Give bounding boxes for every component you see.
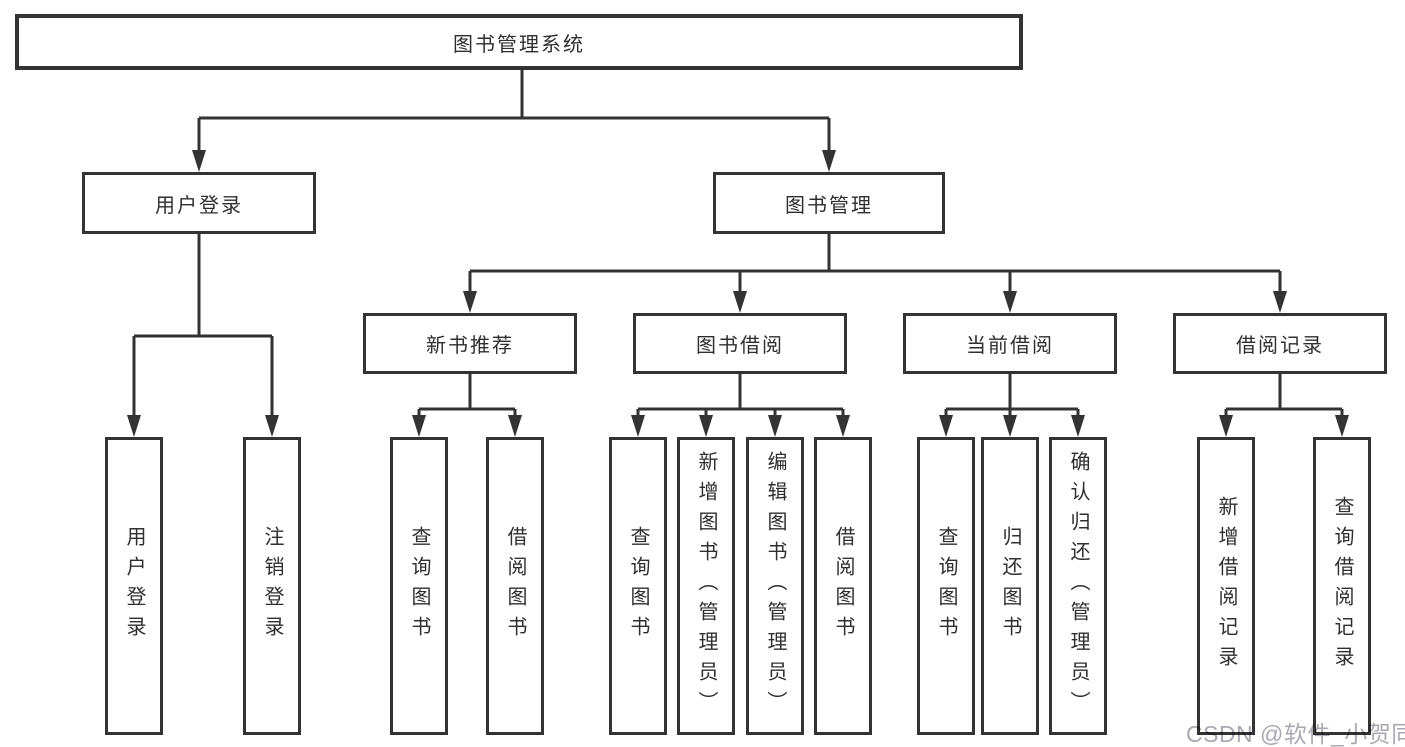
arrowhead-icon [192, 150, 206, 172]
leaf-label: 新增借阅记录 [1215, 496, 1237, 676]
node-label: 图书管理系统 [453, 33, 585, 56]
node-label: 图书借阅 [696, 335, 784, 357]
connector-path [636, 374, 845, 429]
arrowhead-icon [836, 415, 850, 437]
connector-path [197, 70, 831, 164]
arrowhead-icon [1003, 415, 1017, 437]
leaf-bb-query-books: 查询图书 [609, 437, 667, 735]
node-label: 新书推荐 [426, 335, 514, 357]
arrowhead-icon [265, 415, 279, 437]
leaf-label: 新增图书（管理员） [695, 451, 717, 721]
leaf-label: 借阅图书 [832, 526, 854, 646]
leaf-label: 用户登录 [123, 526, 145, 646]
node-new-book-recommend: 新书推荐 [363, 313, 577, 374]
node-borrow-records: 借阅记录 [1173, 313, 1387, 374]
leaf-bb-add-books-admin: 新增图书（管理员） [677, 437, 735, 735]
node-book-management: 图书管理 [713, 172, 945, 234]
leaf-cb-confirm-return-admin: 确认归还（管理员） [1049, 437, 1107, 735]
node-library-management-system: 图书管理系统 [15, 14, 1023, 70]
leaf-label: 编辑图书（管理员） [764, 451, 786, 721]
leaf-bb-edit-books-admin: 编辑图书（管理员） [746, 437, 804, 735]
leaf-logout: 注销登录 [243, 437, 301, 735]
leaf-nbr-query-books: 查询图书 [390, 437, 448, 735]
leaf-label: 查询图书 [627, 526, 649, 646]
node-book-borrow: 图书借阅 [633, 313, 847, 374]
arrowhead-icon [939, 415, 953, 437]
leaf-label: 查询图书 [935, 526, 957, 646]
leaf-user-login: 用户登录 [105, 437, 163, 735]
arrowhead-icon [127, 415, 141, 437]
arrowhead-icon [1219, 415, 1233, 437]
node-label: 用户登录 [155, 194, 243, 217]
leaf-cb-return-books: 归还图书 [981, 437, 1039, 735]
node-label: 借阅记录 [1236, 335, 1324, 357]
arrowhead-icon [412, 415, 426, 437]
leaf-label: 注销登录 [261, 526, 283, 646]
arrowhead-icon [463, 291, 477, 313]
connector-path [132, 234, 274, 429]
arrowhead-icon [508, 415, 522, 437]
arrowhead-icon [699, 415, 713, 437]
leaf-label: 借阅图书 [504, 526, 526, 646]
node-label: 图书管理 [785, 194, 873, 217]
leaf-nbr-borrow-books: 借阅图书 [486, 437, 544, 735]
arrowhead-icon [822, 150, 836, 172]
leaf-label: 归还图书 [999, 526, 1021, 646]
arrowhead-icon [631, 415, 645, 437]
arrowhead-icon [1071, 415, 1085, 437]
arrowhead-icon [1003, 291, 1017, 313]
leaf-label: 查询图书 [408, 526, 430, 646]
arrowhead-icon [1273, 291, 1287, 313]
node-user-login: 用户登录 [82, 172, 316, 234]
leaf-br-add-record: 新增借阅记录 [1197, 437, 1255, 735]
node-current-borrow: 当前借阅 [903, 313, 1117, 374]
arrowhead-icon [768, 415, 782, 437]
arrowhead-icon [1335, 415, 1349, 437]
leaf-label: 确认归还（管理员） [1067, 451, 1089, 721]
node-label: 当前借阅 [966, 335, 1054, 357]
leaf-cb-query-books: 查询图书 [917, 437, 975, 735]
leaf-label: 查询借阅记录 [1331, 496, 1353, 676]
connector-path [1224, 374, 1344, 429]
leaf-bb-borrow-books: 借阅图书 [814, 437, 872, 735]
arrowhead-icon [733, 291, 747, 313]
leaf-br-query-record: 查询借阅记录 [1313, 437, 1371, 735]
connector-path [468, 234, 1282, 305]
connector-path [417, 374, 517, 429]
